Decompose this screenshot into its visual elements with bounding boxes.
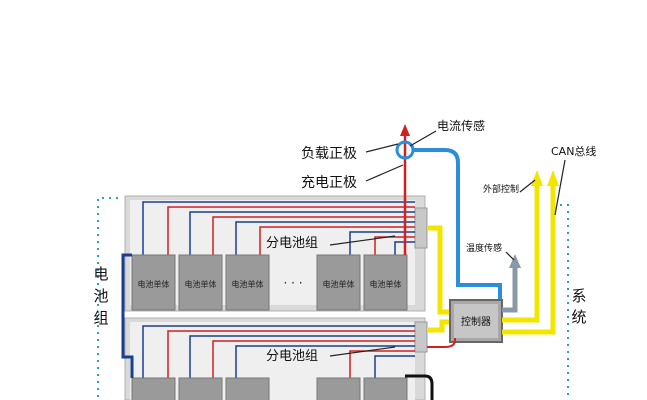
sub-pack-label-mid: 分电池组 [266,349,318,364]
leader-lines [329,130,566,357]
cell-mid-2 [178,377,223,400]
label-can-bus: CAN总线 [551,144,596,158]
temperature-wire [502,254,521,313]
cell-top-5 [363,254,408,311]
battery-group-char: 池 [93,287,108,305]
sense-wires-top [142,201,415,255]
label-temperature-sensor: 温度传感 [466,242,502,254]
series-link-wire [121,253,134,378]
can-bus-wire [502,170,559,335]
system-label: 系 统 [571,287,586,326]
cell-label: 电池单体 [232,279,264,289]
output-cable-dark [405,374,434,400]
connector-strip-top [414,207,428,249]
cells-row-top: 电池单体 电池单体 电池单体 电池单体 电池单体 · · · [131,254,408,311]
cell-label: 电池单体 [185,279,217,289]
connector-strip-mid [414,321,428,353]
ellipsis-top: · · · [283,276,302,290]
system-bracket [560,204,569,400]
system-char: 系 [571,287,586,305]
battery-group-bracket [97,197,118,400]
cell-top-3 [225,254,270,311]
system-char: 统 [571,308,586,326]
battery-group-char: 电 [93,265,108,283]
label-current-sensor: 电流传感 [437,118,485,133]
controller-box: 控制器 [449,299,503,343]
cell-label: 电池单体 [370,279,402,289]
cells-row-mid [131,377,408,400]
label-load-positive: 负载正极 [301,146,357,162]
cell-mid-5 [363,377,408,400]
current-sensor-wire [413,148,502,300]
label-external-control: 外部控制 [483,183,519,195]
controller-label: 控制器 [461,315,491,328]
battery-group-char: 组 [93,309,108,327]
cell-top-1 [131,254,176,311]
cell-mid-4 [316,377,361,400]
sense-harness-wires [427,225,450,333]
cell-label: 电池单体 [138,279,170,289]
output-cable-red [427,338,456,348]
label-charge-positive: 充电正极 [301,175,357,191]
cell-top-2 [178,254,223,311]
cell-top-4 [316,254,361,311]
cell-mid-1 [131,377,176,400]
sense-wires-mid [142,325,415,378]
external-control-wire [502,170,543,323]
sub-pack-label-top: 分电池组 [266,236,318,251]
positive-main-wire [400,124,410,255]
cell-label: 电池单体 [323,279,355,289]
cell-mid-3 [225,377,270,400]
battery-group-label: 电 池 组 [93,265,108,327]
